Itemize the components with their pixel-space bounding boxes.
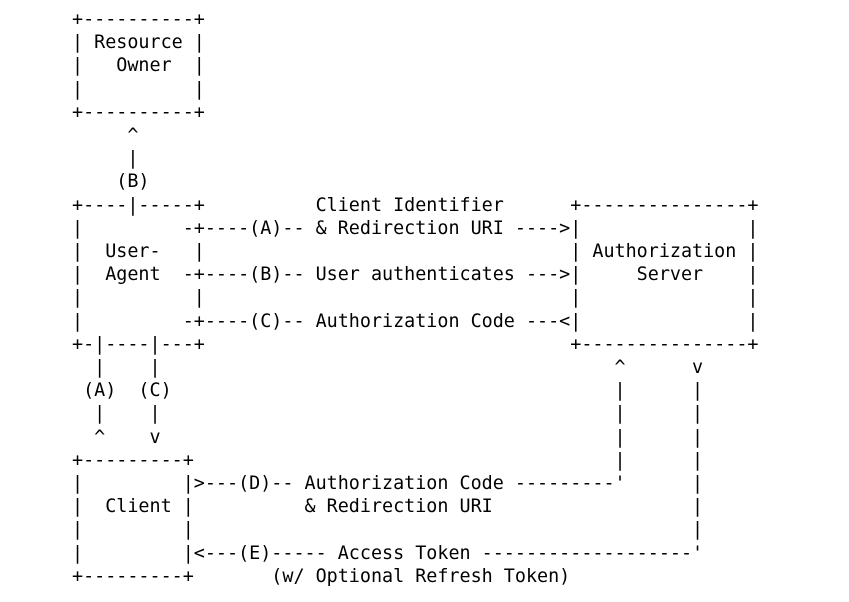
- oauth-flow-ascii-text: +----------+ | Resource | | Owner | | | …: [72, 9, 759, 587]
